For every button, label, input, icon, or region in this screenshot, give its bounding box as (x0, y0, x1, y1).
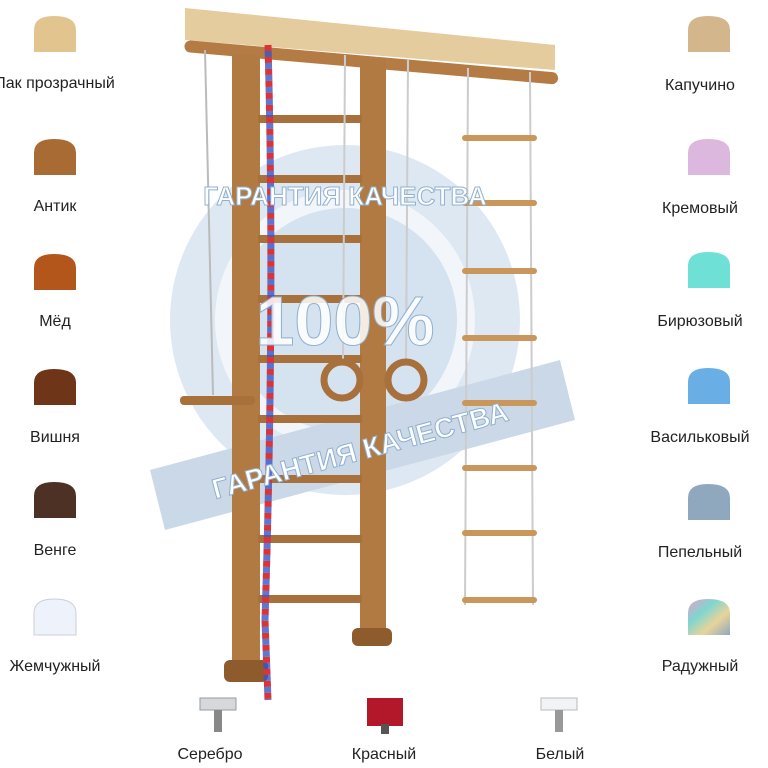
label-ash: Пепельный (657, 544, 743, 561)
swatch-pearl[interactable] (30, 595, 80, 639)
trapeze-bar (180, 396, 255, 405)
label-red: Красный (351, 746, 417, 763)
swatch-cornflower[interactable] (684, 364, 734, 408)
watermark-center: 100% (255, 282, 434, 360)
label-pearl: Жемчужный (9, 658, 101, 675)
label-silver: Серебро (177, 746, 243, 763)
swatch-rainbow[interactable] (684, 595, 734, 639)
label-wenge: Венге (33, 542, 77, 559)
label-cream: Кремовый (662, 200, 738, 217)
watermark-top: ГАРАНТИЯ КАЧЕСТВА (203, 181, 487, 211)
swatch-wenge[interactable] (30, 478, 80, 522)
right-post (360, 60, 386, 645)
label-cornflower: Васильковый (650, 429, 750, 446)
swatch-ash[interactable] (684, 480, 734, 524)
rungs (258, 115, 362, 603)
label-rainbow: Радужный (661, 658, 739, 675)
swatch-cappuccino[interactable] (684, 12, 734, 56)
top-beam (185, 8, 555, 70)
swatch-honey[interactable] (30, 250, 80, 294)
bracket-silver[interactable] (196, 694, 240, 738)
swatch-lacquer[interactable] (30, 12, 80, 56)
swatch-antique[interactable] (30, 135, 80, 179)
label-cherry: Вишня (30, 429, 80, 446)
swatch-cherry[interactable] (30, 365, 80, 409)
label-lacquer: Лак прозрачный (0, 75, 115, 92)
label-white: Белый (535, 746, 585, 763)
label-antique: Антик (33, 198, 77, 215)
gymnastic-ring (384, 358, 428, 402)
swatch-cream[interactable] (684, 135, 734, 179)
rope-ladder-rungs (462, 135, 537, 603)
gymnastic-ring (320, 358, 364, 402)
left-post (232, 55, 260, 675)
bracket-red[interactable] (363, 694, 407, 738)
label-honey: Мёд (39, 313, 71, 330)
swatch-turquoise[interactable] (684, 248, 734, 292)
climbing-rope (261, 44, 275, 701)
label-turquoise: Бирюзовый (657, 313, 743, 330)
bracket-white[interactable] (537, 694, 581, 738)
label-cappuccino: Капучино (665, 77, 735, 94)
